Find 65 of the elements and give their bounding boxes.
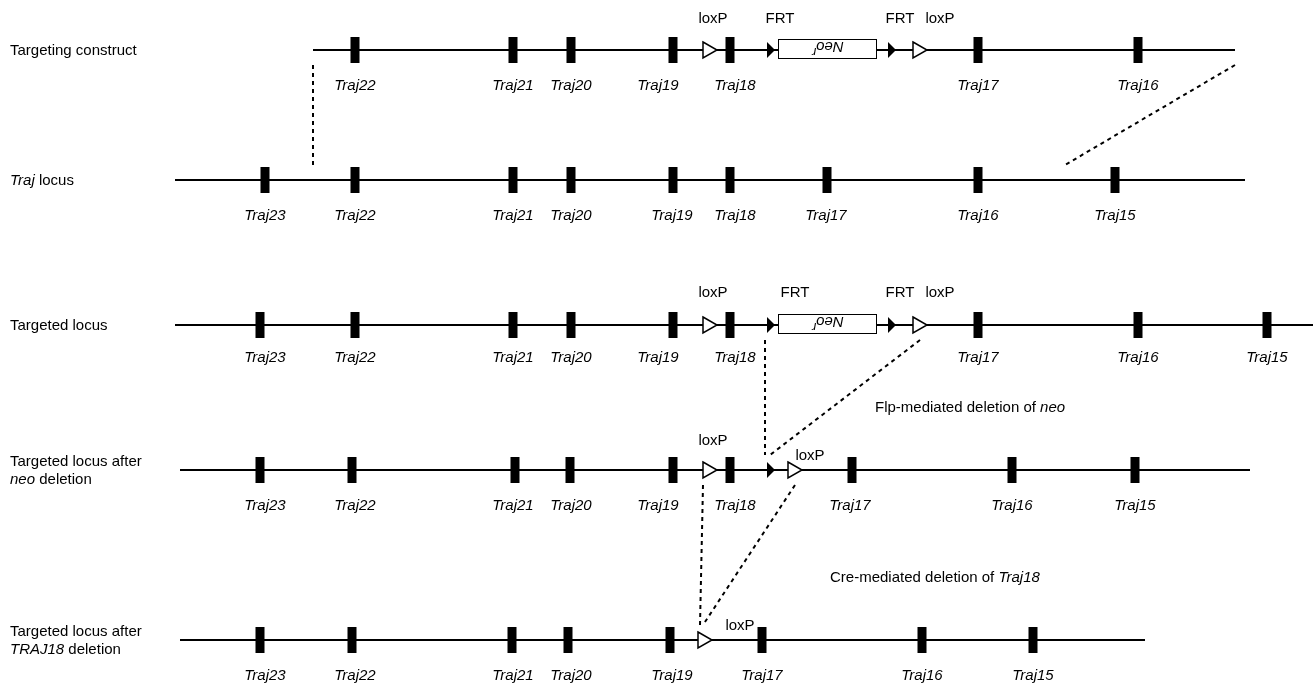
gene-label: Traj16	[991, 496, 1033, 514]
site-label: FRT	[885, 9, 915, 27]
gene-label: Traj22	[334, 76, 376, 94]
step-note: Cre-mediated deletion of Traj18	[830, 568, 1040, 586]
site-label: loxP	[698, 283, 728, 301]
gene-label: Traj21	[492, 496, 534, 514]
gene-label: Traj20	[550, 76, 592, 94]
gene-label: Traj18	[714, 348, 756, 366]
gene-label: Traj23	[244, 496, 286, 514]
gene-label: Traj19	[637, 76, 679, 94]
site-label: loxP	[925, 9, 955, 27]
row-title: Targeted locus	[10, 316, 108, 334]
step-note: Flp-mediated deletion of neo	[875, 398, 1066, 416]
gene-label: Traj18	[714, 496, 756, 514]
gene-label: Traj22	[334, 348, 376, 366]
gene-label: Traj21	[492, 206, 534, 224]
gene-label: Traj22	[334, 496, 376, 514]
row-title: Targeting construct	[10, 41, 137, 59]
dashed-line	[699, 484, 704, 626]
gene-label: Traj15	[1094, 206, 1136, 224]
gene-label: Traj15	[1246, 348, 1288, 366]
gene-label: Traj17	[957, 348, 999, 366]
gene-label: Traj18	[714, 206, 756, 224]
gene-label: Traj17	[829, 496, 871, 514]
gene-label: Traj16	[1117, 348, 1159, 366]
site-label: FRT	[885, 283, 915, 301]
gene-label: Traj16	[957, 206, 999, 224]
gene-label: Traj19	[637, 496, 679, 514]
gene-label: Traj15	[1012, 666, 1054, 684]
gene-label: Traj20	[550, 348, 592, 366]
gene-label: Traj20	[550, 496, 592, 514]
gene-label: Traj19	[651, 206, 693, 224]
site-label: loxP	[698, 9, 728, 27]
dashed-line	[1064, 64, 1236, 166]
site-label: FRT	[765, 9, 795, 27]
gene-label: Traj23	[244, 666, 286, 684]
gene-label: Traj20	[550, 666, 592, 684]
gene-label: Traj23	[244, 348, 286, 366]
gene-label: Traj16	[901, 666, 943, 684]
site-label: loxP	[795, 446, 825, 464]
gene-label: Traj23	[244, 206, 286, 224]
site-label: loxP	[725, 616, 755, 634]
gene-label: Traj19	[637, 348, 679, 366]
row-title: Traj locus	[10, 171, 74, 189]
row-title: Targeted locus after neo deletion	[10, 452, 143, 488]
gene-label: Traj22	[334, 666, 376, 684]
site-label: loxP	[925, 283, 955, 301]
gene-label: Traj16	[1117, 76, 1159, 94]
gene-label: Traj15	[1114, 496, 1156, 514]
gene-label: Traj20	[550, 206, 592, 224]
gene-label: Traj21	[492, 666, 534, 684]
gene-label: Traj17	[805, 206, 847, 224]
gene-label: Traj21	[492, 348, 534, 366]
gene-label: Traj17	[957, 76, 999, 94]
gene-label: Traj22	[334, 206, 376, 224]
gene-label: Traj19	[651, 666, 693, 684]
dashed-line	[769, 339, 921, 456]
dashed-line	[312, 64, 314, 166]
dashed-line	[764, 339, 766, 456]
gene-label: Traj21	[492, 76, 534, 94]
site-label: loxP	[698, 431, 728, 449]
gene-label: Traj18	[714, 76, 756, 94]
row-title: Targeted locus after TRAJ18 deletion	[10, 622, 143, 658]
gene-label: Traj17	[741, 666, 783, 684]
site-label: FRT	[780, 283, 810, 301]
